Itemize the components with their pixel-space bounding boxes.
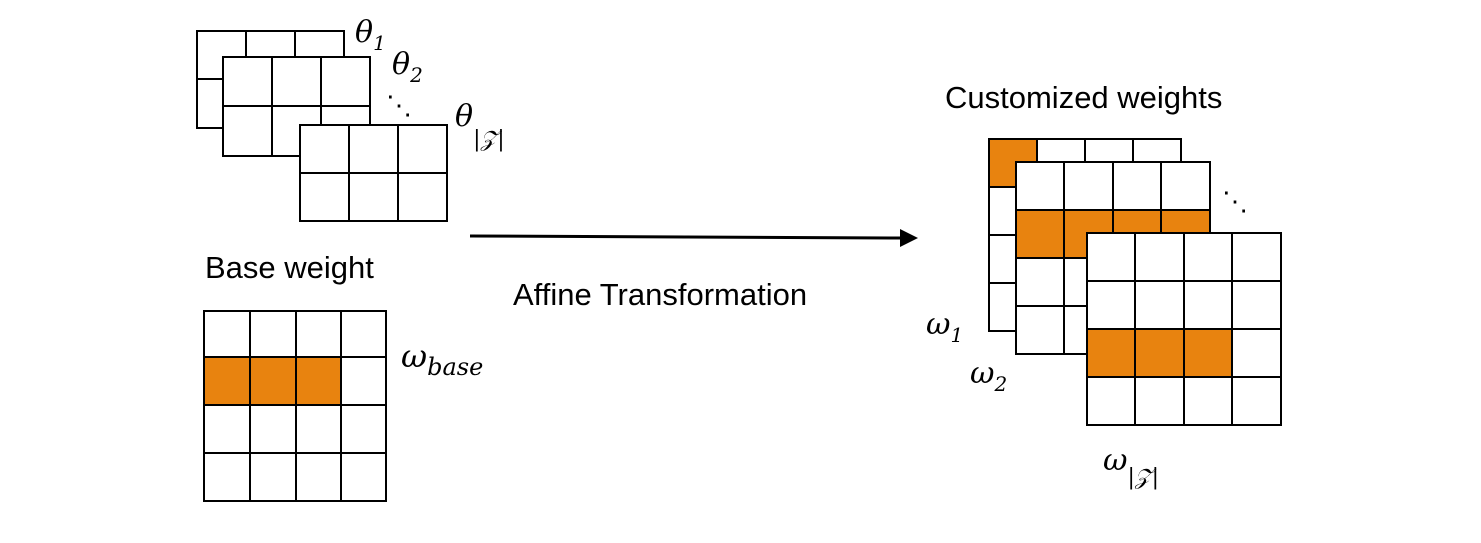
customized-weights-title: Customized weights [945, 80, 1222, 115]
custom-ellipsis: ⋱ [1222, 186, 1248, 216]
theta-z-grid [299, 124, 448, 222]
omega-z-label: ω|𝒵| [1103, 443, 1159, 490]
theta-1-label: θ1 [355, 15, 386, 55]
transform-arrow [469, 229, 918, 247]
theta-2-label: θ2 [392, 47, 423, 87]
theta-stack: θ1 θ2 ⋱ θ|𝒵| [196, 15, 505, 222]
omega-base-label: ωbase [401, 337, 483, 381]
base-weight-title: Base weight [205, 250, 374, 285]
theta-z-label: θ|𝒵| [455, 99, 505, 152]
base-weight-grid [203, 310, 387, 502]
theta-ellipsis: ⋱ [386, 90, 412, 120]
custom-weight-z-grid [1086, 232, 1282, 426]
omega-1-label: ω1 [926, 307, 963, 347]
affine-transformation-label: Affine Transformation [513, 277, 807, 312]
omega-2-label: ω2 [970, 356, 1007, 396]
